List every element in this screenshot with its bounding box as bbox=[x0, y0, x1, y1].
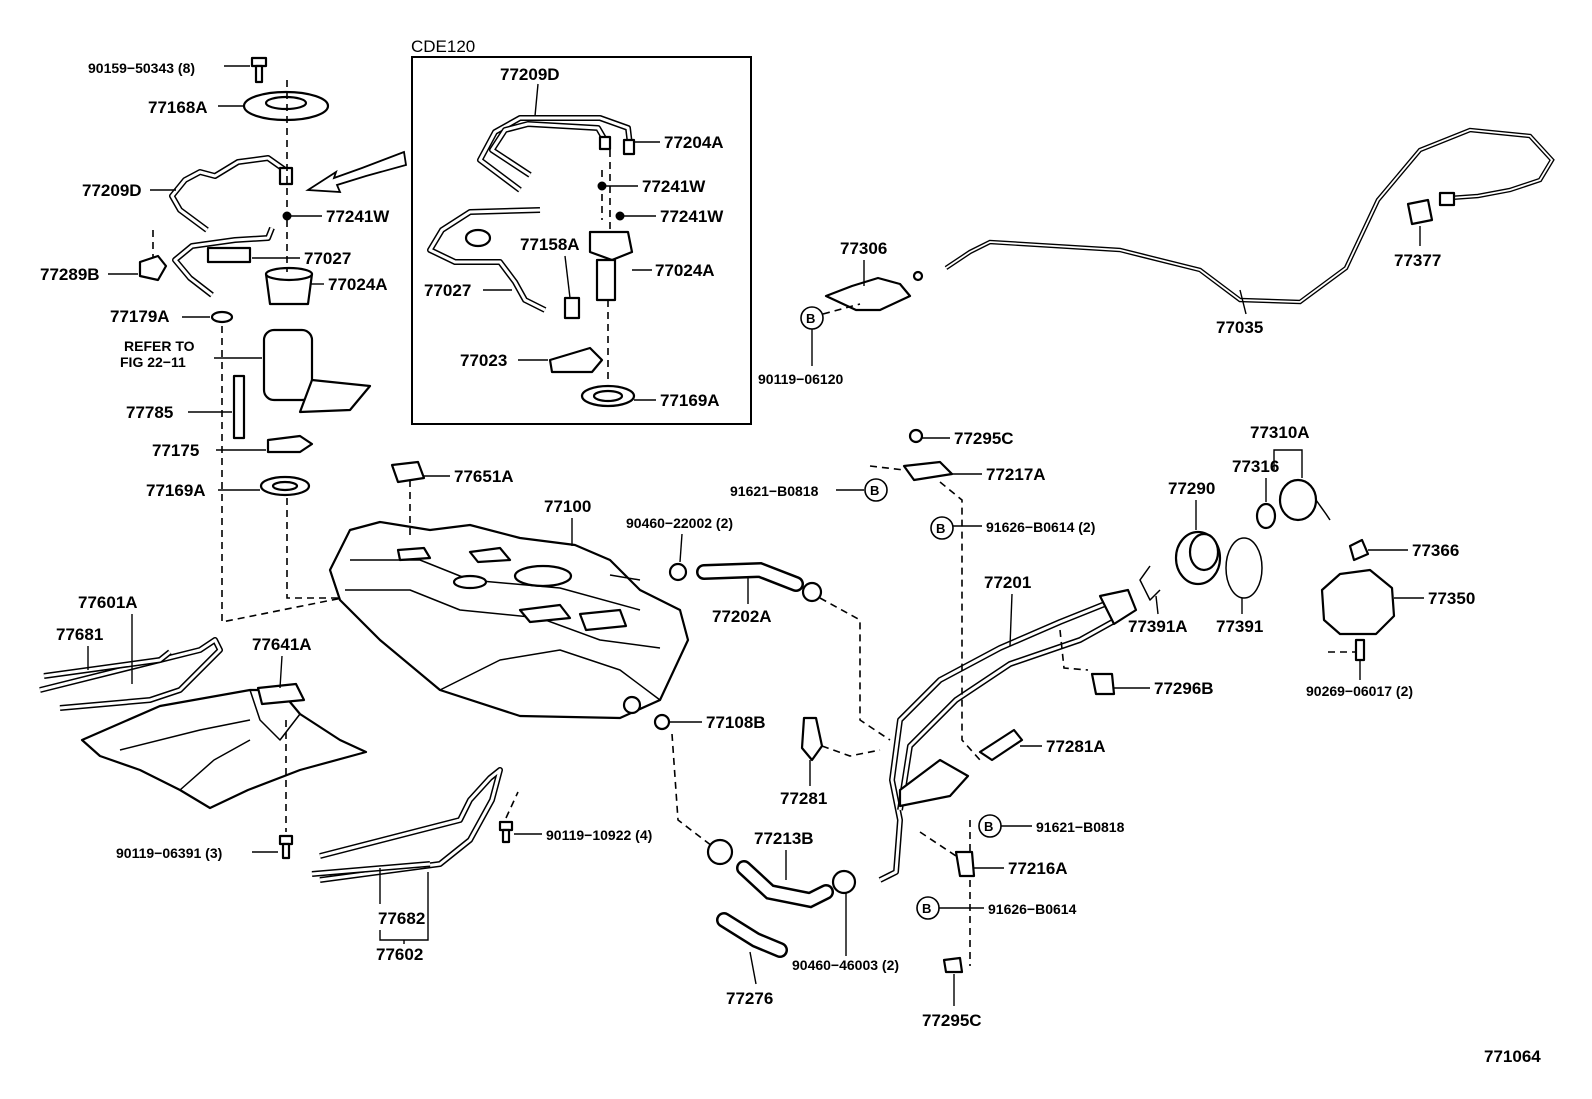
tank-bands bbox=[39, 637, 368, 810]
label-77024a: 77024A bbox=[328, 275, 388, 294]
filler-inlet bbox=[1174, 530, 1222, 586]
label-fig-22-11: FIG 22−11 bbox=[120, 354, 186, 370]
label-77241w: 77241W bbox=[326, 207, 390, 226]
label-90460-46003: 90460−46003 (2) bbox=[792, 957, 899, 973]
bubble-b-2: B bbox=[936, 521, 945, 536]
label-77391: 77391 bbox=[1216, 617, 1263, 636]
label-77377: 77377 bbox=[1394, 251, 1441, 270]
label-77202a: 77202A bbox=[712, 607, 772, 626]
label-77350: 77350 bbox=[1428, 589, 1475, 608]
bubble-b-4: B bbox=[922, 901, 931, 916]
label-90159-50343: 90159−50343 (8) bbox=[88, 60, 195, 76]
bubble-b-3: B bbox=[984, 819, 993, 834]
bubble-b-1: B bbox=[870, 483, 879, 498]
label-77681: 77681 bbox=[56, 625, 103, 644]
bubble-b-5: B bbox=[806, 311, 815, 326]
label-77201: 77201 bbox=[984, 573, 1031, 592]
figure-number: 771064 bbox=[1484, 1047, 1541, 1066]
label-77290: 77290 bbox=[1168, 479, 1215, 498]
label-77602: 77602 bbox=[376, 945, 423, 964]
label-77213b: 77213B bbox=[754, 829, 814, 848]
label-77027: 77027 bbox=[304, 249, 351, 268]
label-91621-top: 91621−B0818 bbox=[730, 483, 819, 499]
inset-title: CDE120 bbox=[411, 37, 475, 56]
label-in-77209d: 77209D bbox=[500, 65, 560, 84]
label-77281a: 77281A bbox=[1046, 737, 1106, 756]
label-77601a: 77601A bbox=[78, 593, 138, 612]
label-90460-22002: 90460−22002 (2) bbox=[626, 515, 733, 531]
label-refer-to: REFER TO bbox=[124, 338, 195, 354]
label-90119-06120: 90119−06120 bbox=[758, 371, 843, 387]
front-bands bbox=[311, 767, 503, 883]
label-90269-06017: 90269−06017 (2) bbox=[1306, 683, 1413, 699]
inset-arrow bbox=[305, 150, 408, 193]
pump-assembly bbox=[138, 56, 533, 623]
label-77289b: 77289B bbox=[40, 265, 100, 284]
label-90119-06391: 90119−06391 (3) bbox=[116, 845, 222, 861]
label-in-77027: 77027 bbox=[424, 281, 471, 300]
label-77209d: 77209D bbox=[82, 181, 142, 200]
fuel-tank bbox=[328, 480, 690, 720]
filler-pipe bbox=[878, 588, 1138, 883]
label-in-77204a: 77204A bbox=[664, 133, 724, 152]
label-in-77169a: 77169A bbox=[660, 391, 720, 410]
label-77169a: 77169A bbox=[146, 481, 206, 500]
pad-77651a bbox=[390, 460, 426, 484]
label-77366: 77366 bbox=[1412, 541, 1459, 560]
label-in-77023: 77023 bbox=[460, 351, 507, 370]
opener-lever bbox=[824, 276, 912, 312]
label-77179a: 77179A bbox=[110, 307, 170, 326]
label-77281: 77281 bbox=[780, 789, 827, 808]
label-77785: 77785 bbox=[126, 403, 173, 422]
label-77391a: 77391A bbox=[1128, 617, 1188, 636]
label-77316: 77316 bbox=[1232, 457, 1279, 476]
label-91626-top: 91626−B0614 (2) bbox=[986, 519, 1095, 535]
label-90119-10922: 90119−10922 (4) bbox=[546, 827, 652, 843]
label-77295c-top: 77295C bbox=[954, 429, 1014, 448]
label-77296b: 77296B bbox=[1154, 679, 1214, 698]
label-77276: 77276 bbox=[726, 989, 773, 1008]
opener-cable bbox=[912, 127, 1555, 305]
label-77175: 77175 bbox=[152, 441, 199, 460]
fuel-door bbox=[1320, 568, 1396, 636]
label-77035: 77035 bbox=[1216, 318, 1263, 337]
label-77217a: 77217A bbox=[986, 465, 1046, 484]
label-77641a: 77641A bbox=[252, 635, 312, 654]
label-77306: 77306 bbox=[840, 239, 887, 258]
label-77100: 77100 bbox=[544, 497, 591, 516]
label-77682: 77682 bbox=[378, 909, 425, 928]
label-77295c-bot: 77295C bbox=[922, 1011, 982, 1030]
label-91626-bot: 91626−B0614 bbox=[988, 901, 1077, 917]
label-91621-bot: 91621−B0818 bbox=[1036, 819, 1125, 835]
label-77168a: 77168A bbox=[148, 98, 208, 117]
label-in-77024a: 77024A bbox=[655, 261, 715, 280]
inset-cde120: CDE120 77209D 77204A 77241W 77241 bbox=[411, 37, 752, 425]
label-in-77158a: 77158A bbox=[520, 235, 580, 254]
label-in-77241w-1: 77241W bbox=[642, 177, 706, 196]
label-77216a: 77216A bbox=[1008, 859, 1068, 878]
label-in-77241w-2: 77241W bbox=[660, 207, 724, 226]
label-77310a: 77310A bbox=[1250, 423, 1310, 442]
label-77108b: 77108B bbox=[706, 713, 766, 732]
label-77651a: 77651A bbox=[454, 467, 514, 486]
